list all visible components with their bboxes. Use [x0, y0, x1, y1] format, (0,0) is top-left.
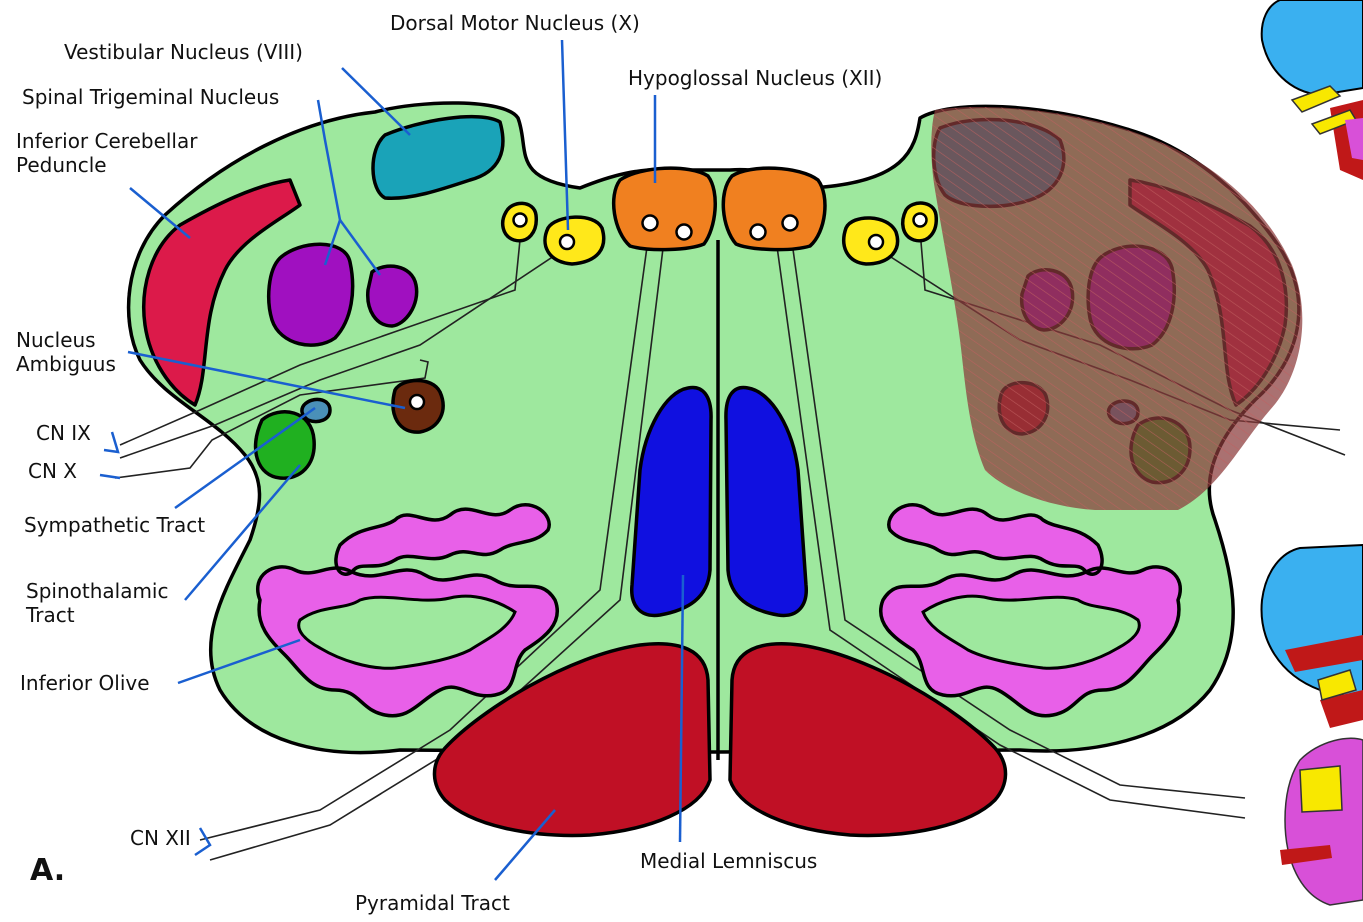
hypoglossal-nucleus-right: [723, 168, 825, 250]
hypoglossal-nucleus-left-dot-a: [643, 216, 658, 231]
label-hypoglossal-nucleus: Hypoglossal Nucleus (XII): [628, 66, 882, 90]
label-pyramidal-tract: Pyramidal Tract: [355, 891, 510, 915]
hypoglossal-nucleus-right-dot-a: [751, 225, 766, 240]
vascular-illustration-top: [1262, 0, 1363, 180]
label-cn9: CN IX: [36, 421, 91, 445]
label-cn10: CN X: [28, 459, 77, 483]
label-cn12: CN XII: [130, 826, 191, 850]
label-inferior-olive: Inferior Olive: [20, 671, 150, 695]
sympathetic-tract-left: [302, 399, 330, 421]
label-sympathetic-tract: Sympathetic Tract: [24, 513, 205, 537]
label-icp-line2: Peduncle: [16, 153, 107, 177]
label-icp-line1: Inferior Cerebellar: [16, 129, 198, 153]
hypoglossal-nucleus-left: [614, 168, 716, 250]
spinal-trigeminal-nucleus-left-a: [269, 244, 353, 345]
dorsal-motor-nucleus-right-dot: [869, 235, 883, 249]
vascular-illustration-bottom: [1262, 545, 1363, 905]
dorsal-motor-nucleus-left-dot: [560, 235, 574, 249]
nucleus-ambiguus-dot: [410, 395, 424, 409]
label-ambiguus-line1: Nucleus: [16, 328, 96, 352]
label-medial-lemniscus: Medial Lemniscus: [640, 849, 817, 873]
panel-label: A.: [30, 853, 65, 888]
label-dorsal-motor-nucleus: Dorsal Motor Nucleus (X): [390, 11, 640, 35]
dorsal-motor-nucleus-right-small-dot: [914, 214, 927, 227]
spinal-trigeminal-nucleus-left-b: [368, 266, 417, 326]
label-vestibular-nucleus: Vestibular Nucleus (VIII): [64, 40, 303, 64]
dorsal-motor-nucleus-left-small-dot: [514, 214, 527, 227]
hypoglossal-nucleus-left-dot-b: [677, 225, 692, 240]
label-spinal-trigeminal-nucleus: Spinal Trigeminal Nucleus: [22, 85, 279, 109]
label-spinothalamic-line2: Tract: [25, 603, 75, 627]
lesion-overlay: [931, 107, 1302, 510]
label-spinothalamic-line1: Spinothalamic: [26, 579, 168, 603]
hypoglossal-nucleus-right-dot-b: [783, 216, 798, 231]
label-ambiguus-line2: Ambiguus: [16, 352, 116, 376]
